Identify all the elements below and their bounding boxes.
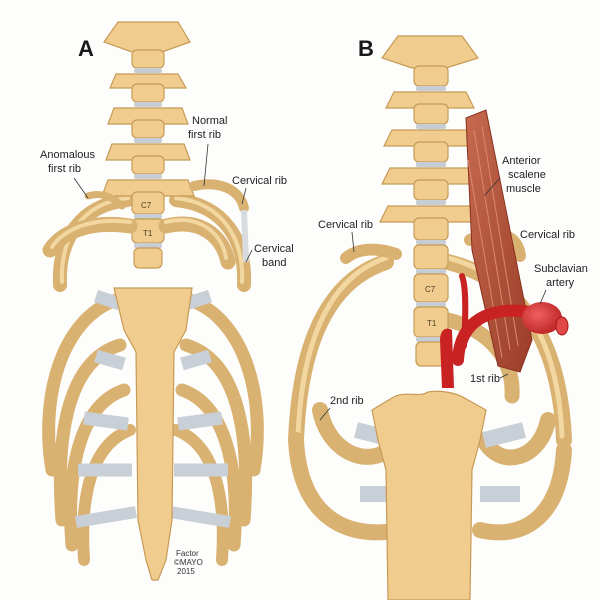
anomalous-first-rib-leader (73, 177, 89, 199)
panel-a-c7-label: C7 (141, 201, 152, 210)
panel-b-t1-label: T1 (427, 319, 437, 328)
anterior-scalene-muscle-leader (483, 177, 501, 197)
panel-b-cervical-rib-left-leader (351, 231, 355, 253)
panel-b-ribs (288, 228, 572, 541)
second-rib-leader (319, 407, 331, 421)
cervical-band-label: Cervical band (254, 243, 297, 269)
panel-a-lower-ribs (42, 289, 264, 566)
subclavian-artery-leader (539, 289, 547, 305)
subclavian-artery (440, 273, 569, 388)
panel-a-cervical-rib-label: Cervical rib (232, 175, 287, 187)
normal-first-rib-leader (203, 143, 209, 187)
subclavian-artery-label: Subclavian artery (534, 263, 591, 289)
panel-a-cervical-rib-leader (241, 187, 247, 205)
panel-a-cervical-spine (101, 21, 195, 269)
panel-b-letter: B (358, 36, 374, 61)
panel-a-sternum (113, 287, 193, 581)
panel-b-cervical-rib-right-label: Cervical rib (520, 229, 575, 241)
anomalous-first-rib-label: Anomalous first rib (40, 149, 98, 175)
second-rib-label: 2nd rib (330, 395, 364, 407)
panel-b-c7-label: C7 (425, 285, 436, 294)
panel-b-cervical-spine (379, 35, 483, 367)
normal-first-rib-label: Normal first rib (188, 115, 231, 141)
anterior-scalene-muscle-label: Anterior scalene muscle (502, 155, 549, 195)
panel-a-t1-label: T1 (143, 229, 153, 238)
credit-label: Factor ©MAYO 2015 (174, 549, 205, 576)
panel-b-labels: Cervical rib Anterior scalene muscle Cer… (318, 155, 591, 421)
panel-a-labels: Anomalous first rib Normal first rib Cer… (40, 115, 297, 576)
panel-a-letter: A (78, 36, 94, 61)
cervical-band-leader (245, 249, 253, 263)
panel-b: B (288, 35, 591, 600)
panel-b-sternum (371, 390, 487, 600)
first-rib-label: 1st rib (470, 373, 500, 385)
first-rib-leader (499, 373, 509, 379)
panel-a: A (40, 21, 297, 581)
panel-b-cervical-rib-left-label: Cervical rib (318, 219, 373, 231)
